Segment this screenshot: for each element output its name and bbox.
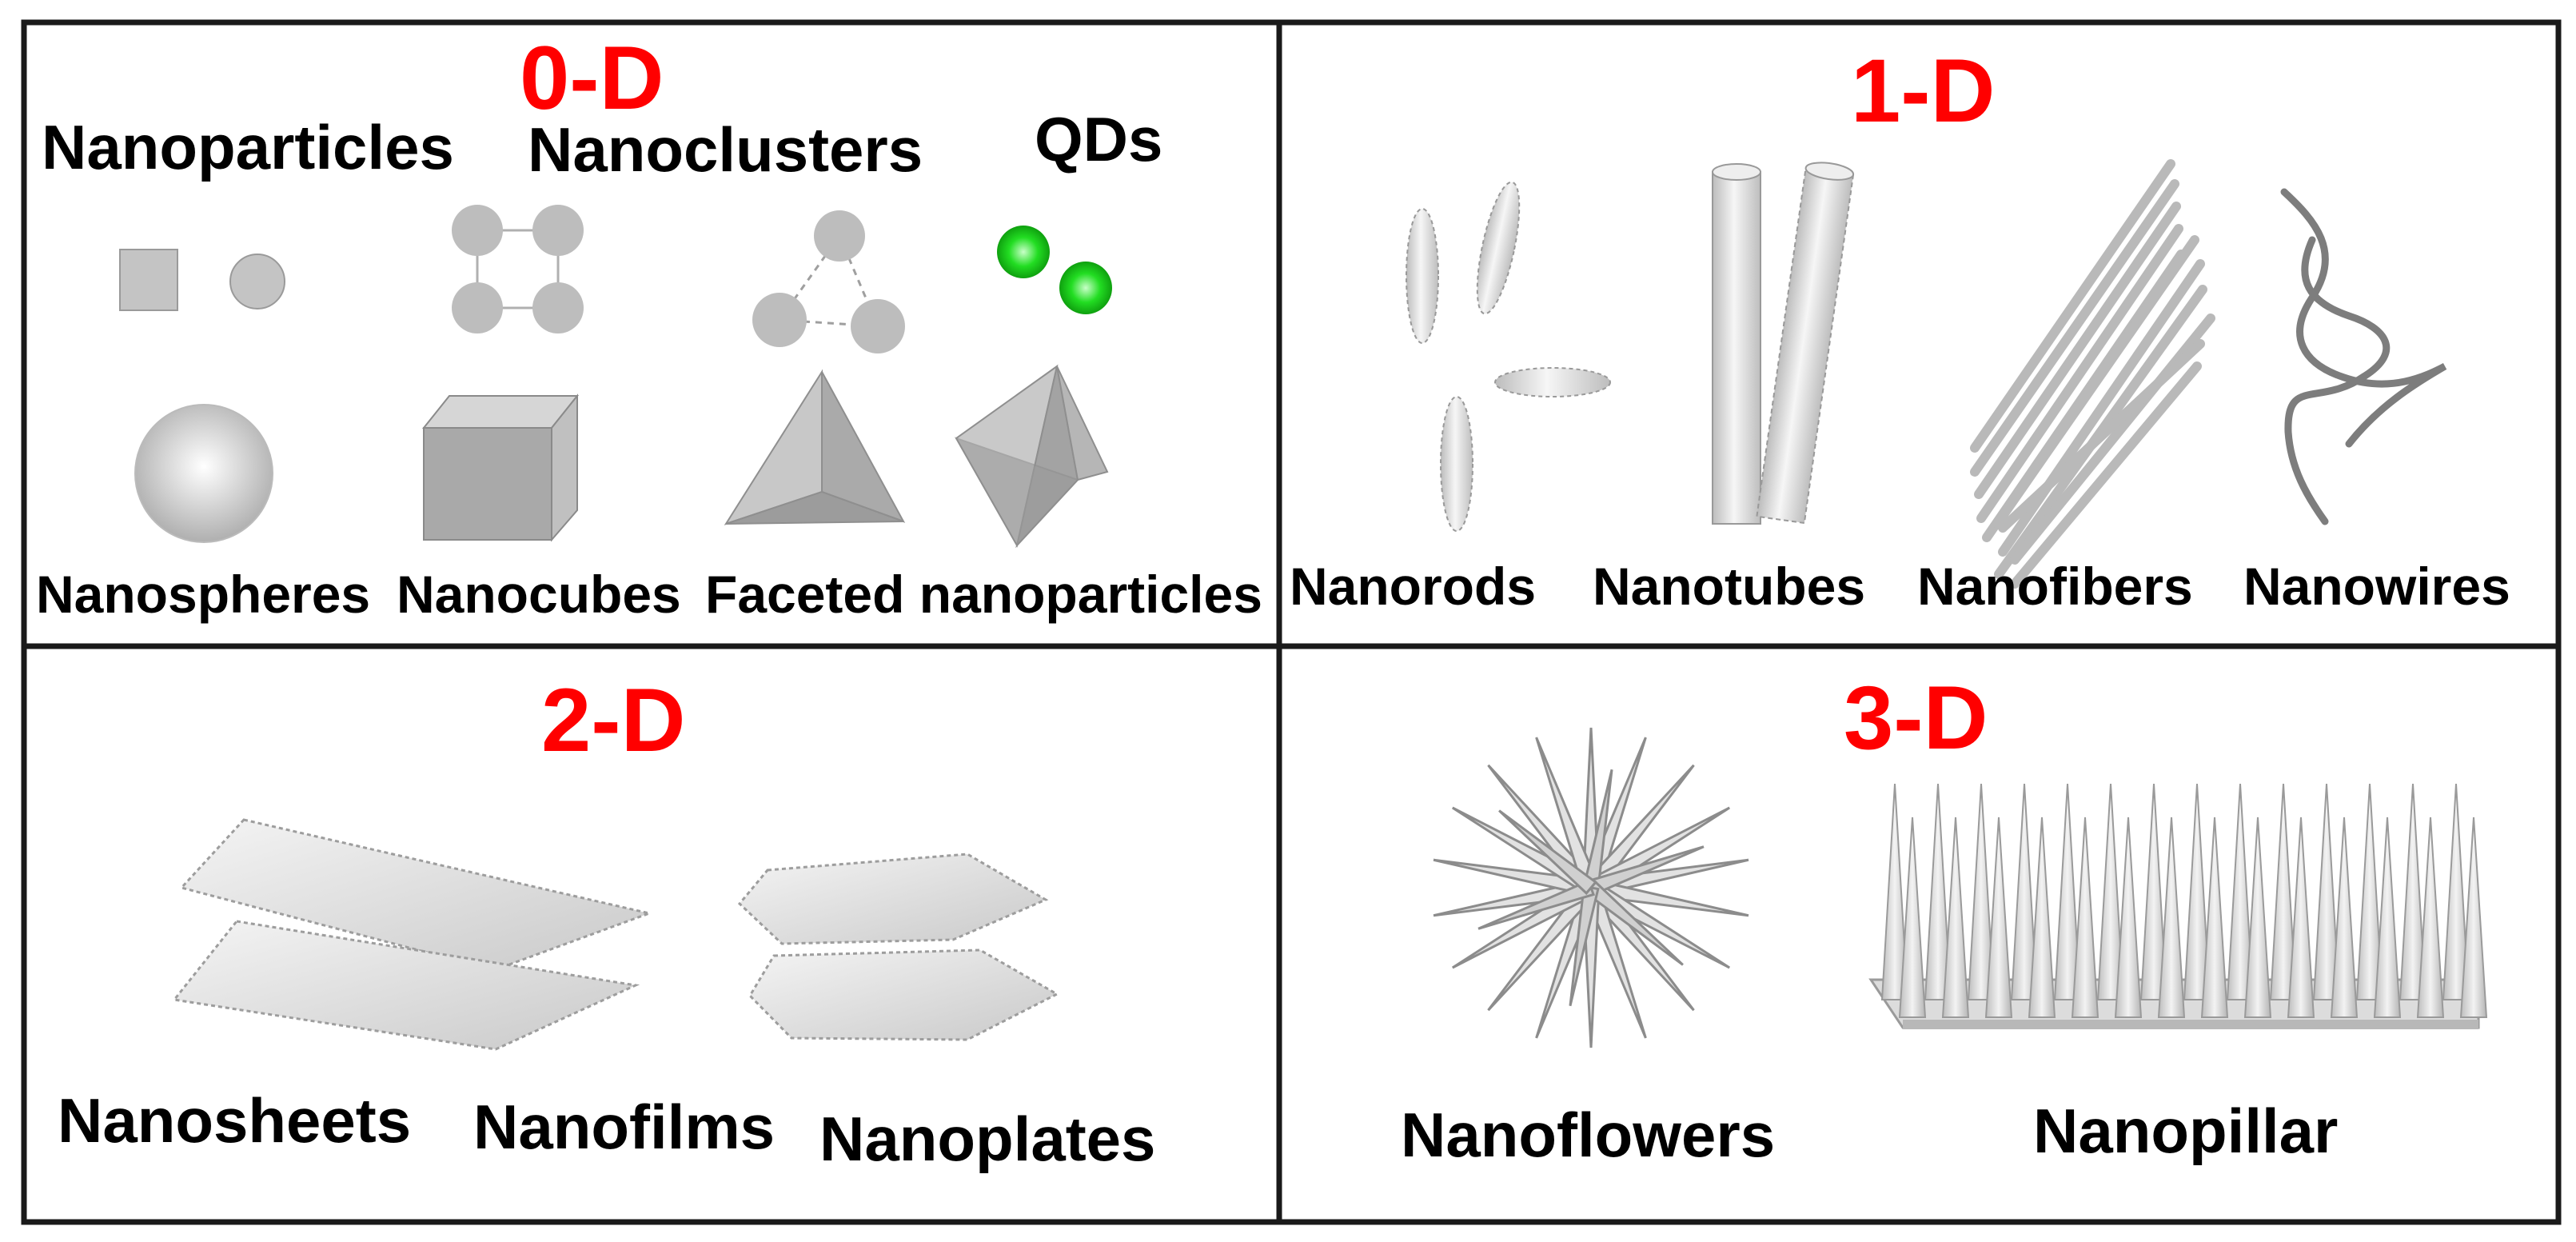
nanopillar-cone — [2053, 783, 2082, 1000]
nanopillar-cone — [2416, 817, 2445, 1018]
nanorod — [1476, 181, 1521, 315]
label-nanowires: Nanowires — [2243, 557, 2510, 616]
nanosheet — [179, 818, 654, 972]
nanorod — [1406, 208, 1439, 344]
label-nanoplates: Nanoplates — [819, 1104, 1156, 1174]
nanopillar-cone — [1924, 783, 1952, 1000]
nanopillar-cone — [2183, 783, 2211, 1000]
panel-grid — [21, 19, 2562, 1225]
nanotube — [1756, 162, 1855, 525]
nanopillar-cone — [2139, 783, 2168, 1000]
nanopillar-cone — [2226, 783, 2255, 1000]
nanowire — [2284, 236, 2391, 525]
nanopillar-cone — [1880, 783, 1909, 1000]
nanopillar-cone — [1941, 817, 1970, 1018]
label-nanorods: Nanorods — [1290, 557, 1537, 616]
nanopillar-cone — [2287, 817, 2315, 1018]
three-d-shapes — [1433, 727, 2488, 1048]
label-nanopillar: Nanopillar — [2033, 1096, 2339, 1166]
label-nanospheres: Nanospheres — [36, 565, 371, 624]
two-d-shapes — [172, 818, 1060, 1051]
nanopillar-cone — [2355, 783, 2384, 1000]
faceted-tetrahedron — [724, 369, 906, 525]
label-faceted-nanoparticles: Faceted nanoparticles — [705, 565, 1262, 624]
heading-3d: 3-D — [1844, 668, 1988, 768]
nanosheet — [172, 920, 640, 1051]
quantum-dot — [997, 226, 1050, 278]
label-nanosheets: Nanosheets — [58, 1085, 412, 1156]
nanopillar-cone — [2459, 817, 2488, 1018]
nanopillar-cone — [2330, 817, 2359, 1018]
nanoparticle-square — [119, 249, 178, 311]
label-nanoflowers: Nanoflowers — [1401, 1100, 1776, 1170]
label-nanotubes: Nanotubes — [1593, 557, 1866, 616]
quantum-dot — [1059, 262, 1112, 314]
nanopillar-array — [1868, 783, 2488, 1029]
nanoflower — [1433, 727, 1749, 1048]
label-nanoparticles: Nanoparticles — [42, 112, 454, 182]
nanopillar-cone — [2096, 783, 2125, 1000]
label-nanocubes: Nanocubes — [397, 565, 681, 624]
nanotube — [1712, 163, 1761, 525]
nanofiber-bundle — [1970, 159, 2215, 589]
nanosphere — [134, 404, 273, 543]
nanopillar-cone — [2028, 817, 2056, 1018]
heading-2d: 2-D — [541, 670, 686, 770]
label-qds: QDs — [1035, 104, 1163, 174]
nanopillar-cone — [1984, 817, 2013, 1018]
nanoparticle-circle — [229, 254, 285, 310]
zero-d-shapes — [119, 205, 1112, 549]
nanopillar-cone — [2071, 817, 2099, 1018]
nanoplate — [748, 948, 1060, 1041]
nanopillar-cone — [1898, 817, 1927, 1018]
label-nanofibers: Nanofibers — [1917, 557, 2193, 616]
label-nanofilms: Nanofilms — [473, 1092, 776, 1162]
nanopillar-cone — [2010, 783, 2039, 1000]
nanocluster-square-group — [452, 205, 584, 333]
one-d-shapes — [1406, 159, 2447, 589]
nanopillar-cone — [2114, 817, 2143, 1018]
label-nanoclusters: Nanoclusters — [528, 114, 923, 185]
nanopillar-cone — [2157, 817, 2186, 1018]
nanorod — [1440, 396, 1473, 532]
nanopillar-cone — [2269, 783, 2298, 1000]
nanopillar-cone — [2312, 783, 2341, 1000]
heading-1d: 1-D — [1851, 41, 1996, 141]
nanorod — [1494, 367, 1611, 397]
nanopillar-cone — [1967, 783, 1996, 1000]
nanocluster-triangle-group — [752, 210, 905, 353]
nanopillar-cone — [2200, 817, 2229, 1018]
nanowire — [2280, 188, 2447, 448]
nanoplate — [737, 853, 1049, 945]
nanopillar-cone — [2442, 783, 2470, 1000]
faceted-octahedron — [954, 364, 1109, 549]
nanopillar-cone — [2399, 783, 2427, 1000]
nanopillar-cone — [2243, 817, 2272, 1018]
heading-0d: 0-D — [520, 28, 664, 128]
nanocube — [421, 393, 580, 542]
nanopillar-cone — [2373, 817, 2402, 1018]
